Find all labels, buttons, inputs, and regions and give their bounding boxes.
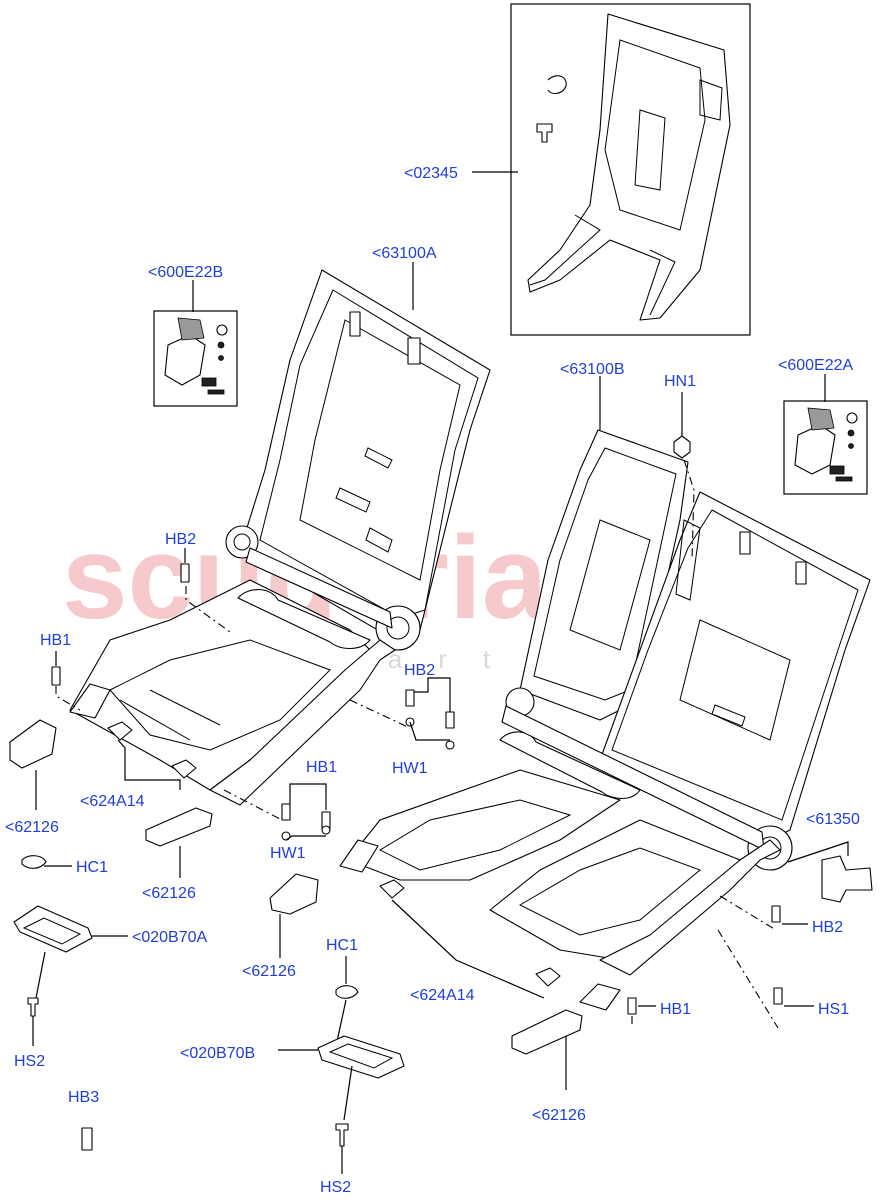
label-hb1-left: HB1 — [40, 632, 71, 649]
bracket-020b70a — [13, 905, 93, 953]
leader-624a14-b — [391, 899, 545, 999]
clip-624a14-a1 — [107, 721, 133, 741]
label-hs1: HS1 — [818, 1001, 849, 1018]
label-hw1-a: HW1 — [392, 760, 428, 777]
trim-cover-62126-a — [9, 719, 57, 769]
bolt-hb2-right — [771, 905, 781, 923]
washer-hw1-b2 — [321, 825, 331, 835]
inset-600e22a-motor — [783, 400, 868, 495]
right-seat-frame-63100b — [339, 429, 871, 1011]
label-020b70b: <020B70B — [180, 1045, 255, 1062]
screw-hs2-b — [335, 1123, 349, 1147]
label-hn1: HN1 — [664, 373, 696, 390]
label-63100b: <63100B — [560, 361, 625, 378]
clip-hc1-a — [21, 855, 47, 869]
label-600e22b: <600E22B — [148, 264, 223, 281]
dash-center-a — [349, 699, 411, 729]
label-hs2-a: HS2 — [14, 1053, 45, 1070]
label-hs2-b: HS2 — [320, 1179, 351, 1196]
leader-hs2-b-link — [343, 1065, 353, 1121]
label-02345: <02345 — [404, 165, 458, 182]
leader-hb2-center — [414, 677, 451, 712]
clip-624a14-b2 — [535, 967, 561, 987]
label-hb2-center: HB2 — [404, 662, 435, 679]
leader-624a14-a — [117, 739, 181, 790]
leader-hw1-b — [285, 835, 326, 841]
label-62126-c: <62126 — [242, 963, 296, 980]
bolt-hb2-center-b — [445, 711, 455, 729]
trim-cover-62126-b — [145, 807, 213, 847]
left-seat-frame-63100a — [69, 269, 491, 806]
inset-600e22b-motor — [153, 310, 238, 407]
screw-hs1 — [773, 987, 783, 1005]
label-624a14-b: <624A14 — [410, 987, 475, 1004]
washer-hw1-a2 — [445, 740, 455, 750]
label-62126-b: <62126 — [142, 885, 196, 902]
label-hc1-a: HC1 — [76, 859, 108, 876]
dash-hb1-left — [55, 686, 81, 711]
bolt-hb1-center — [281, 803, 291, 821]
label-hb3: HB3 — [68, 1089, 99, 1106]
bolt-hb3 — [81, 1127, 93, 1151]
label-hb1-right: HB1 — [660, 1001, 691, 1018]
screw-hs2-a — [27, 997, 39, 1017]
dash-hs1 — [717, 929, 779, 1029]
label-62126-d: <62126 — [532, 1107, 586, 1124]
label-hc1-b: HC1 — [326, 937, 358, 954]
clip-624a14-b1 — [379, 879, 405, 899]
label-61350: <61350 — [806, 811, 860, 828]
label-020b70a: <020B70A — [132, 929, 208, 946]
label-hw1-b: HW1 — [270, 845, 306, 862]
label-hb2-left: HB2 — [165, 531, 196, 548]
bracket-020b70b — [317, 1035, 405, 1079]
bolt-hb2-left — [180, 563, 190, 583]
label-624a14-a: <624A14 — [80, 793, 145, 810]
label-hb1-center: HB1 — [306, 759, 337, 776]
trim-cover-62126-c — [269, 873, 319, 915]
bolt-hb1-left — [51, 666, 61, 686]
dash-center-b — [223, 789, 283, 821]
label-hb2-right: HB2 — [812, 919, 843, 936]
leader-hs2-a-link — [35, 951, 46, 999]
clip-hc1-b — [335, 985, 359, 999]
nut-hn1 — [673, 435, 691, 459]
leader-61350 — [787, 841, 849, 863]
adjuster-61350 — [821, 855, 873, 903]
leader-hw1-a — [409, 721, 450, 741]
dash-hb2-left — [185, 586, 231, 633]
label-600e22a: <600E22A — [778, 357, 854, 374]
trim-cover-62126-d — [511, 1009, 583, 1055]
label-62126-a: <62126 — [5, 819, 59, 836]
bolt-hb1-right — [627, 997, 637, 1015]
dash-hb2-right — [719, 895, 777, 931]
label-63100a: <63100A — [372, 245, 437, 262]
bolt-hb2-center — [405, 689, 415, 707]
dash-hn1 — [683, 459, 695, 561]
clip-624a14-a2 — [171, 759, 197, 779]
inset-02345-backrest-frame — [510, 3, 751, 336]
leader-hb1-center — [289, 783, 327, 810]
